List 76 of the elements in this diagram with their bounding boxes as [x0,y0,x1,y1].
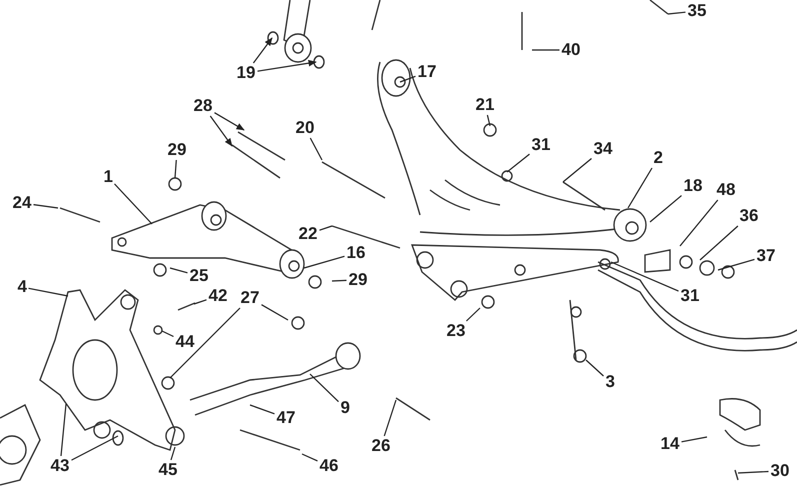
leader-line [257,60,317,72]
leader-line [214,112,245,131]
leader-line [60,404,67,456]
leader-line [668,12,686,15]
callout-number: 26 [372,437,390,455]
callout-number: 35 [688,2,706,20]
leader-line [466,308,480,322]
callout-number: 29 [168,141,186,159]
leader-line [400,76,416,83]
leader-line [319,225,332,231]
callout-number: 9 [340,399,350,417]
callout-number: 27 [240,289,260,307]
leader-line [174,160,177,178]
callout-number: 16 [346,244,366,262]
callout-number: 21 [476,96,494,114]
callout-number: 3 [606,373,615,391]
leader-line [680,200,718,246]
leader-line [700,226,738,260]
callout-number: 24 [12,194,32,212]
callout-number: 14 [660,435,680,453]
leader-line [250,404,275,414]
leader-line [486,114,491,126]
leader-line [332,280,347,282]
callout-number: 28 [194,97,212,115]
leader-line [310,374,339,402]
leader-line [384,400,397,436]
leader-line [738,470,769,474]
leader-line [304,256,345,269]
leader-line [170,308,240,378]
leader-line [162,330,174,338]
callout-number: 19 [236,64,256,82]
leader-line [33,204,58,209]
callout-number: 31 [680,287,700,305]
leader-line [210,116,232,147]
leader-line [194,299,207,305]
leader-line [532,49,560,51]
callout-number: 36 [740,207,758,225]
callout-number: 45 [158,461,178,479]
callout-number: 18 [684,177,702,195]
callout-number: 1 [104,168,113,186]
leader-line [252,37,272,64]
callout-number: 42 [208,287,228,305]
callout-number: 2 [654,149,663,167]
callout-number: 20 [296,119,314,137]
callout-number: 4 [18,278,27,296]
callout-number: 17 [418,63,436,81]
leader-line [610,261,679,292]
leader-line [170,446,176,460]
leader-line [627,168,653,208]
leader-line [114,184,152,224]
leader-line [28,288,68,297]
leader-line [71,435,118,461]
leader-line [718,258,755,271]
callout-number: 37 [756,247,776,265]
leader-line [562,158,592,182]
callout-number: 47 [276,409,296,427]
callout-number: 23 [446,322,466,340]
callout-number: 43 [50,457,70,475]
callout-number: 30 [770,462,790,480]
callout-number: 22 [298,225,318,243]
callout-number: 44 [176,333,194,351]
leader-line [586,360,604,376]
leader-line [310,138,323,160]
leader-line [302,453,318,462]
leader-line [650,195,682,222]
callout-number: 40 [562,41,580,59]
callout-number: 34 [594,140,612,158]
leader-line [170,267,188,274]
callout-number: 25 [190,267,208,285]
leader-line [681,436,708,442]
callout-number: 46 [320,457,338,475]
callout-number: 48 [716,181,736,199]
leader-line [261,304,288,321]
callout-number: 31 [532,136,550,154]
callout-number: 29 [348,271,368,289]
leader-line [506,154,530,172]
